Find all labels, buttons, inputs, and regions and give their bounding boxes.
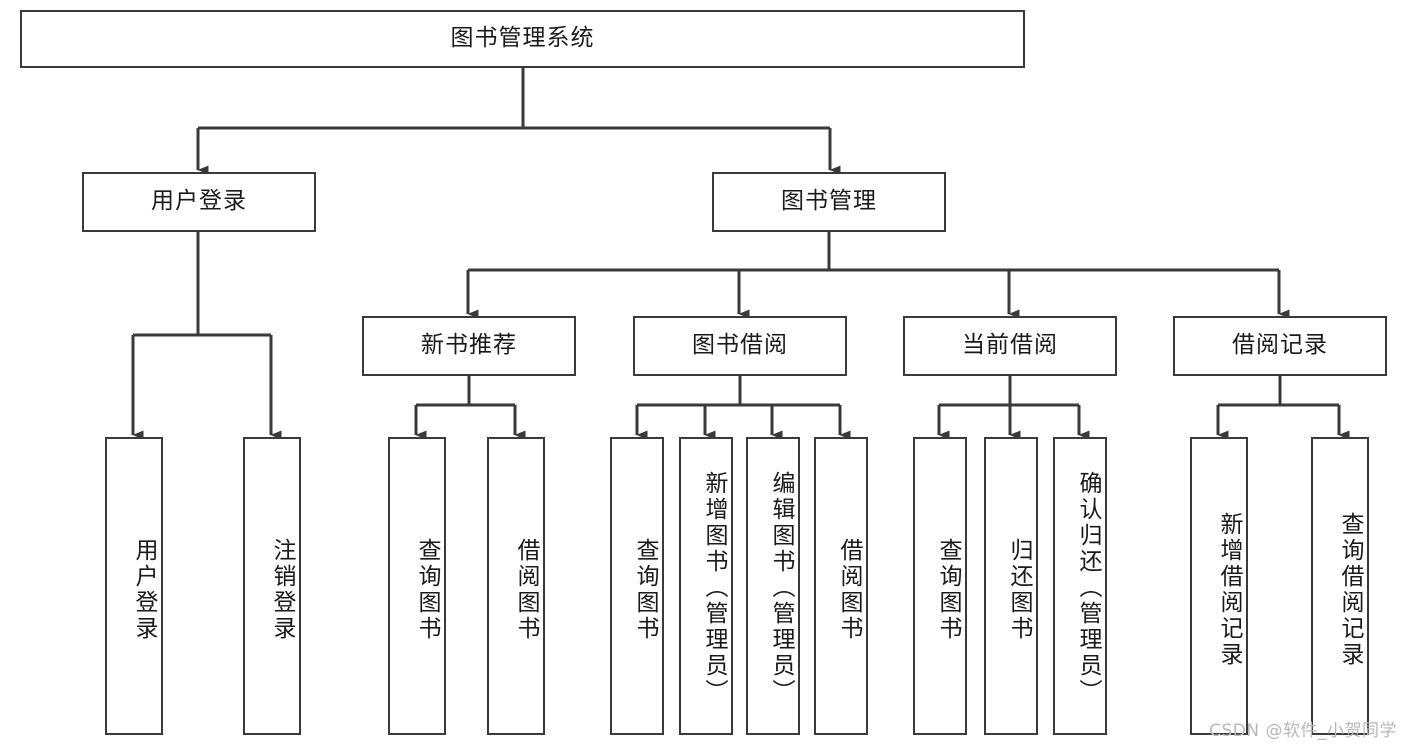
node-current-borrow-label: 当前借阅 (962, 332, 1058, 359)
node-leaf-query-book-3[interactable]: 查询图书 (913, 437, 967, 735)
node-book-management[interactable]: 图书管理 (712, 172, 946, 232)
node-user-login[interactable]: 用户登录 (82, 172, 316, 232)
node-leaf-confirm-return-admin[interactable]: 确认归还（管理员） (1053, 437, 1107, 735)
node-leaf-borrow-book-1-label: 借阅图书 (513, 538, 539, 642)
node-leaf-edit-book-admin-label: 编辑图书（管理员） (768, 471, 794, 705)
node-current-borrow[interactable]: 当前借阅 (903, 316, 1117, 376)
node-leaf-return-book[interactable]: 归还图书 (984, 437, 1038, 735)
node-root-label: 图书管理系统 (450, 25, 595, 52)
node-leaf-add-book-admin[interactable]: 新增图书（管理员） (679, 437, 733, 735)
node-leaf-query-book-2-label: 查询图书 (632, 538, 658, 642)
node-leaf-query-borrow-record[interactable]: 查询借阅记录 (1311, 437, 1369, 735)
node-leaf-query-book-2[interactable]: 查询图书 (610, 437, 664, 735)
node-leaf-borrow-book-2[interactable]: 借阅图书 (814, 437, 868, 735)
node-leaf-user-login-label: 用户登录 (131, 538, 157, 642)
node-leaf-add-borrow-record-label: 新增借阅记录 (1216, 512, 1242, 668)
node-leaf-add-book-admin-label: 新增图书（管理员） (701, 471, 727, 705)
node-leaf-logout[interactable]: 注销登录 (243, 437, 301, 735)
node-leaf-query-borrow-record-label: 查询借阅记录 (1337, 512, 1363, 668)
node-book-borrow[interactable]: 图书借阅 (633, 316, 847, 376)
node-leaf-query-book-1[interactable]: 查询图书 (388, 437, 446, 735)
node-book-management-label: 图书管理 (781, 188, 877, 215)
node-leaf-edit-book-admin[interactable]: 编辑图书（管理员） (746, 437, 800, 735)
node-borrow-record[interactable]: 借阅记录 (1173, 316, 1387, 376)
node-new-book-recommend[interactable]: 新书推荐 (362, 316, 576, 376)
node-root[interactable]: 图书管理系统 (20, 10, 1025, 68)
node-leaf-borrow-book-2-label: 借阅图书 (836, 538, 862, 642)
node-book-borrow-label: 图书借阅 (692, 332, 788, 359)
watermark-text: CSDN @软件_小贺同学 (1209, 721, 1397, 741)
node-leaf-confirm-return-admin-label: 确认归还（管理员） (1075, 471, 1101, 705)
node-borrow-record-label: 借阅记录 (1232, 332, 1328, 359)
node-leaf-borrow-book-1[interactable]: 借阅图书 (487, 437, 545, 735)
node-leaf-query-book-3-label: 查询图书 (935, 538, 961, 642)
node-new-book-recommend-label: 新书推荐 (421, 332, 517, 359)
node-user-login-label: 用户登录 (151, 188, 247, 215)
node-leaf-logout-label: 注销登录 (269, 538, 295, 642)
node-leaf-query-book-1-label: 查询图书 (414, 538, 440, 642)
node-leaf-user-login[interactable]: 用户登录 (105, 437, 163, 735)
node-leaf-return-book-label: 归还图书 (1006, 538, 1032, 642)
node-leaf-add-borrow-record[interactable]: 新增借阅记录 (1190, 437, 1248, 735)
